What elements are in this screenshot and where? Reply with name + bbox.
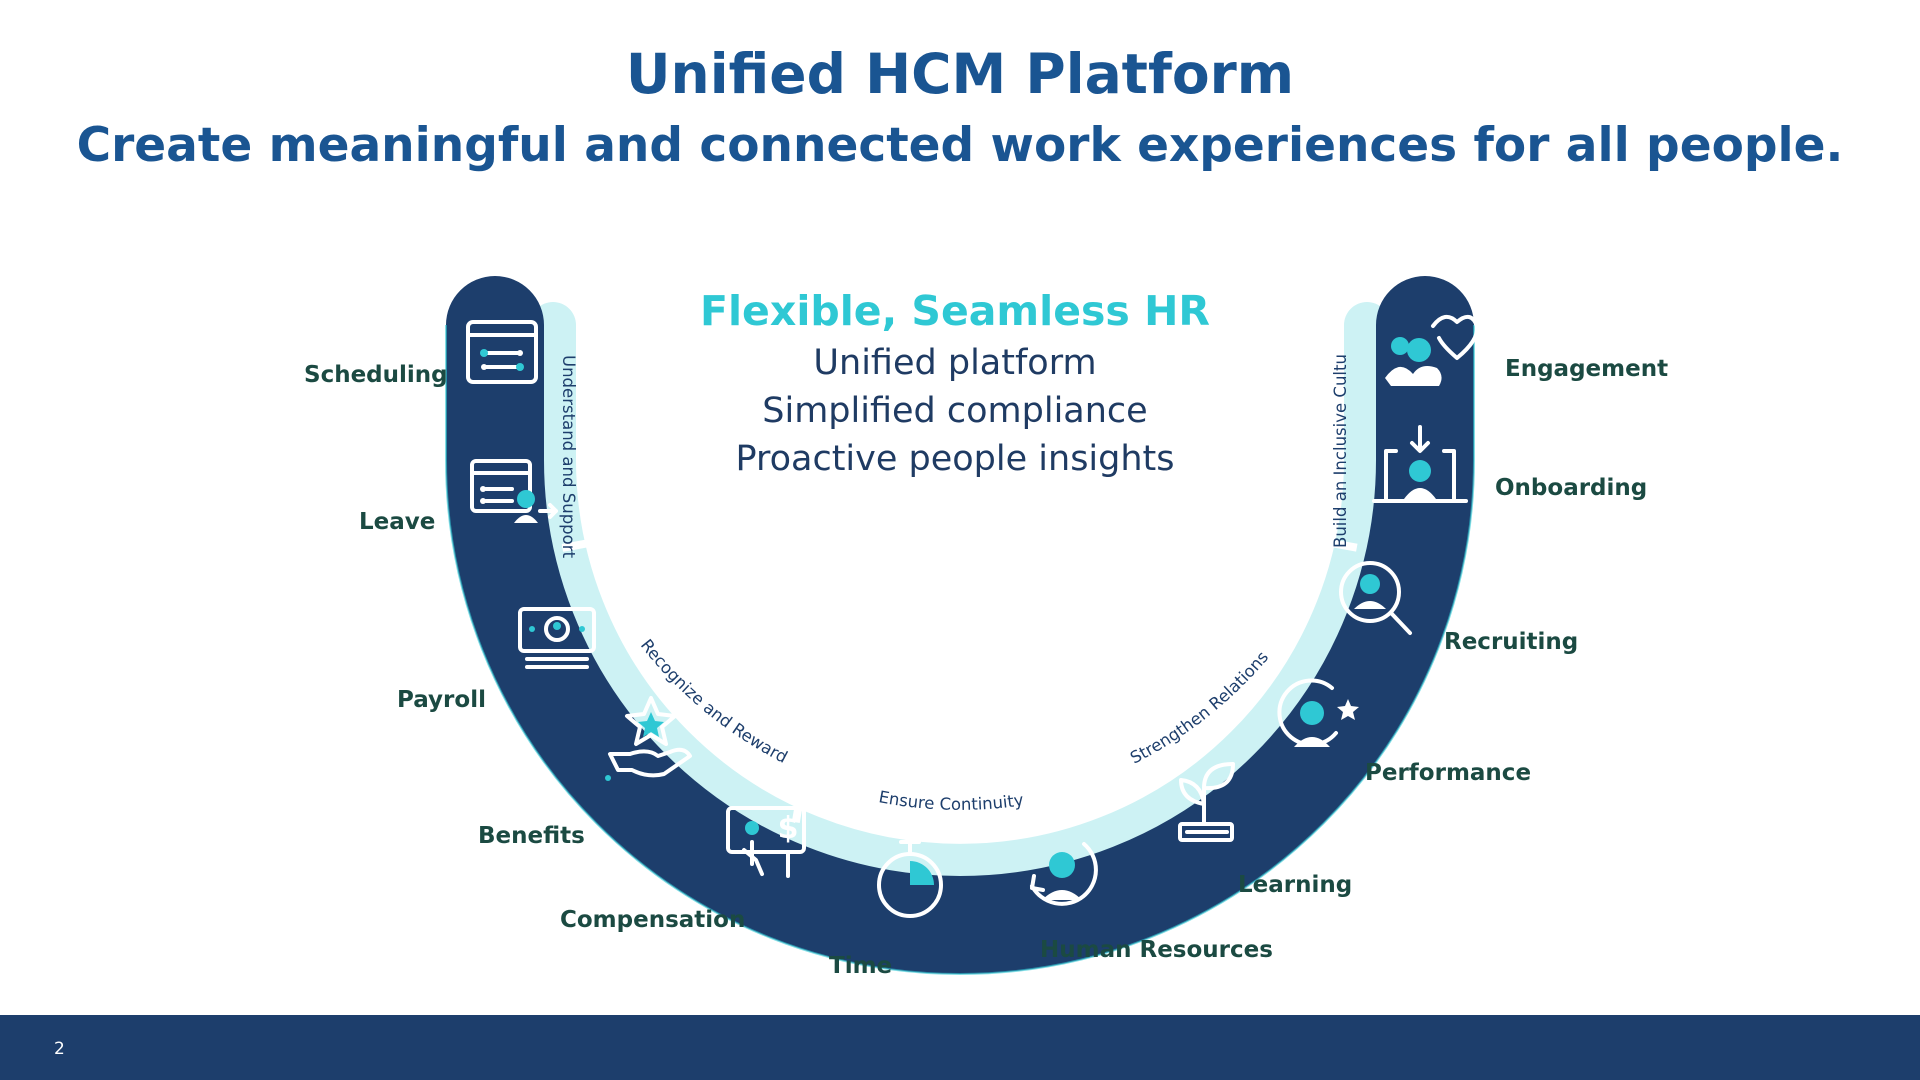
hand-star-icon <box>605 696 692 781</box>
center-line-2: Simplified compliance <box>762 391 1148 431</box>
main-arc <box>446 276 1474 974</box>
center-statement: Flexible, Seamless HR Unified platform S… <box>655 287 1255 483</box>
slide-subtitle: Create meaningful and connected work exp… <box>76 118 1844 173</box>
module-label-scheduling: Scheduling <box>304 362 448 388</box>
module-label-onboarding: Onboarding <box>1495 475 1648 501</box>
plant-book-icon <box>1178 762 1235 842</box>
module-label-human-resources: Human Resources <box>1040 937 1273 963</box>
calendar-schedule-icon <box>466 320 538 384</box>
module-label-learning: Learning <box>1238 872 1353 898</box>
module-label-payroll: Payroll <box>397 687 486 713</box>
stopwatch-icon <box>877 840 943 918</box>
center-heading: Flexible, Seamless HR <box>700 287 1210 335</box>
dollar-card-icon: $ <box>726 806 806 878</box>
center-line-1: Unified platform <box>813 343 1097 383</box>
module-label-benefits: Benefits <box>478 823 585 849</box>
module-label-performance: Performance <box>1365 760 1532 786</box>
module-label-compensation: Compensation <box>560 907 746 933</box>
theme-ensure-continuity: Ensure Continuity <box>877 787 1025 814</box>
module-label-time: Time <box>829 953 893 979</box>
footer-bar <box>0 1015 1920 1080</box>
module-label-leave: Leave <box>359 509 436 535</box>
slide-title: Unified HCM Platform <box>625 42 1295 106</box>
magnifier-person-icon <box>1339 561 1412 635</box>
center-line-3: Proactive people insights <box>735 439 1175 479</box>
svg-text:$: $ <box>778 811 799 846</box>
person-arrow-in-icon <box>1372 425 1468 503</box>
page-number: 2 <box>54 1039 65 1059</box>
people-heart-icon <box>1385 314 1480 386</box>
module-label-engagement: Engagement <box>1505 356 1669 382</box>
module-label-recruiting: Recruiting <box>1444 629 1579 655</box>
theme-understand-support: Understand and Support <box>559 355 578 559</box>
leave-calendar-icon <box>470 459 558 523</box>
payroll-monitor-icon <box>518 607 596 669</box>
person-star-icon <box>1277 678 1359 747</box>
person-cycle-icon <box>1030 842 1098 906</box>
hcm-arc-diagram: Understand and Support Recognize and Rew… <box>0 0 1480 975</box>
